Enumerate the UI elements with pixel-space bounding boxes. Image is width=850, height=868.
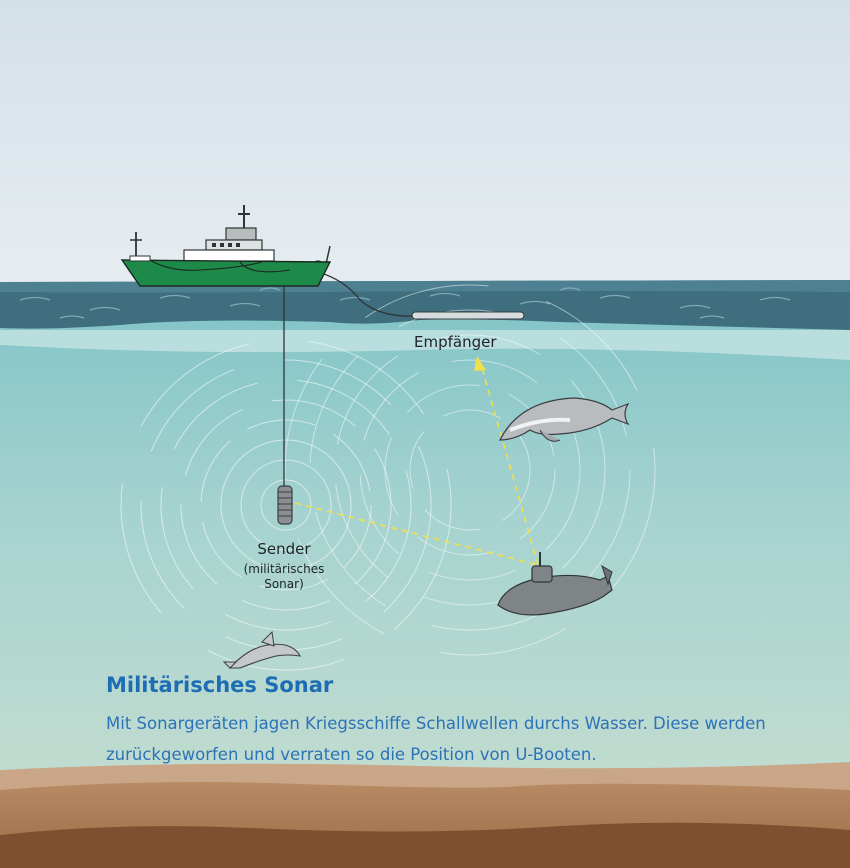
whale-figure: [499, 397, 630, 442]
transmitter-label: Sender: [257, 540, 311, 558]
seabed-deep: [0, 822, 850, 868]
signal-arrowhead: [474, 356, 486, 371]
wave-marks: [19, 287, 791, 319]
caption-body: Mit Sonargeräten jagen Kriegsschiffe Sch…: [106, 714, 766, 764]
ship: [120, 205, 332, 287]
transmitter-device: [277, 485, 293, 525]
receiver-tow-cable: [317, 271, 419, 317]
submarine-figure: [497, 552, 613, 616]
signal-path: [294, 367, 539, 566]
shallow-layer: [0, 330, 850, 360]
receiver-array: [411, 311, 525, 320]
caption-title: Militärisches Sonar: [106, 673, 334, 697]
sea-surface: [0, 280, 850, 330]
dolphin-figure: [222, 630, 301, 669]
echo-sonar-rings: [284, 284, 656, 656]
receiver-label: Empfänger: [414, 333, 497, 351]
sky: [0, 0, 850, 285]
transmitter-sublabel: (militärisches Sonar): [243, 562, 325, 591]
